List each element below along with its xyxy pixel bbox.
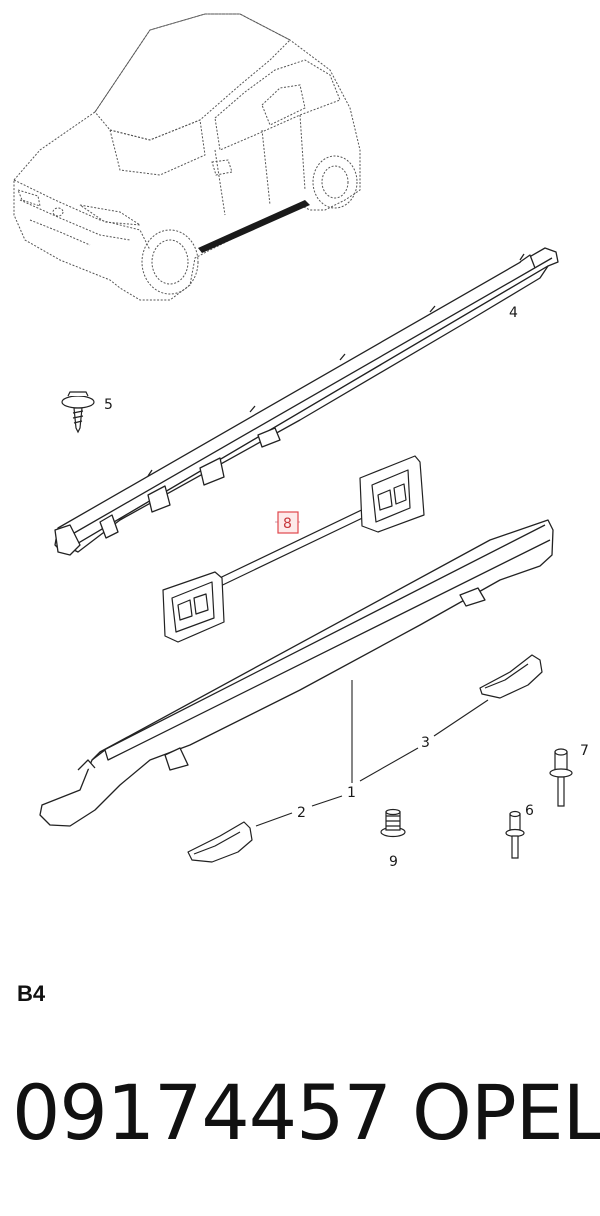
leader-lines — [255, 521, 489, 827]
section-label: B4 — [17, 981, 46, 1006]
part-6-rivet — [505, 810, 525, 859]
callout-2[interactable]: 2 — [297, 805, 306, 821]
callout-8[interactable]: 8 — [283, 516, 292, 532]
part-1-sill-cover — [39, 519, 554, 827]
callout-5[interactable]: 5 — [104, 397, 113, 413]
car-illustration — [13, 13, 361, 301]
part-number: 09174457 — [12, 1068, 392, 1157]
part-8-bracket — [162, 455, 425, 643]
part-7-rivet — [549, 748, 573, 807]
part-2-clip — [187, 821, 253, 863]
callout-6[interactable]: 6 — [525, 803, 534, 819]
callout-7[interactable]: 7 — [580, 743, 589, 759]
callout-9[interactable]: 9 — [389, 854, 398, 870]
callout-8-box — [277, 511, 299, 534]
part-9-push-clip — [380, 808, 406, 838]
car-sill-highlight — [198, 200, 310, 253]
part-4-sill-rail — [54, 247, 559, 556]
brand-name: OPEL — [412, 1068, 600, 1157]
part-5-screw — [61, 391, 95, 434]
parts-diagram: 1 2 3 4 5 6 7 8 9 — [13, 13, 589, 870]
callout-3[interactable]: 3 — [421, 735, 430, 751]
callout-1[interactable]: 1 — [347, 785, 356, 801]
part-3-clip — [479, 654, 543, 699]
callout-4[interactable]: 4 — [509, 305, 518, 321]
